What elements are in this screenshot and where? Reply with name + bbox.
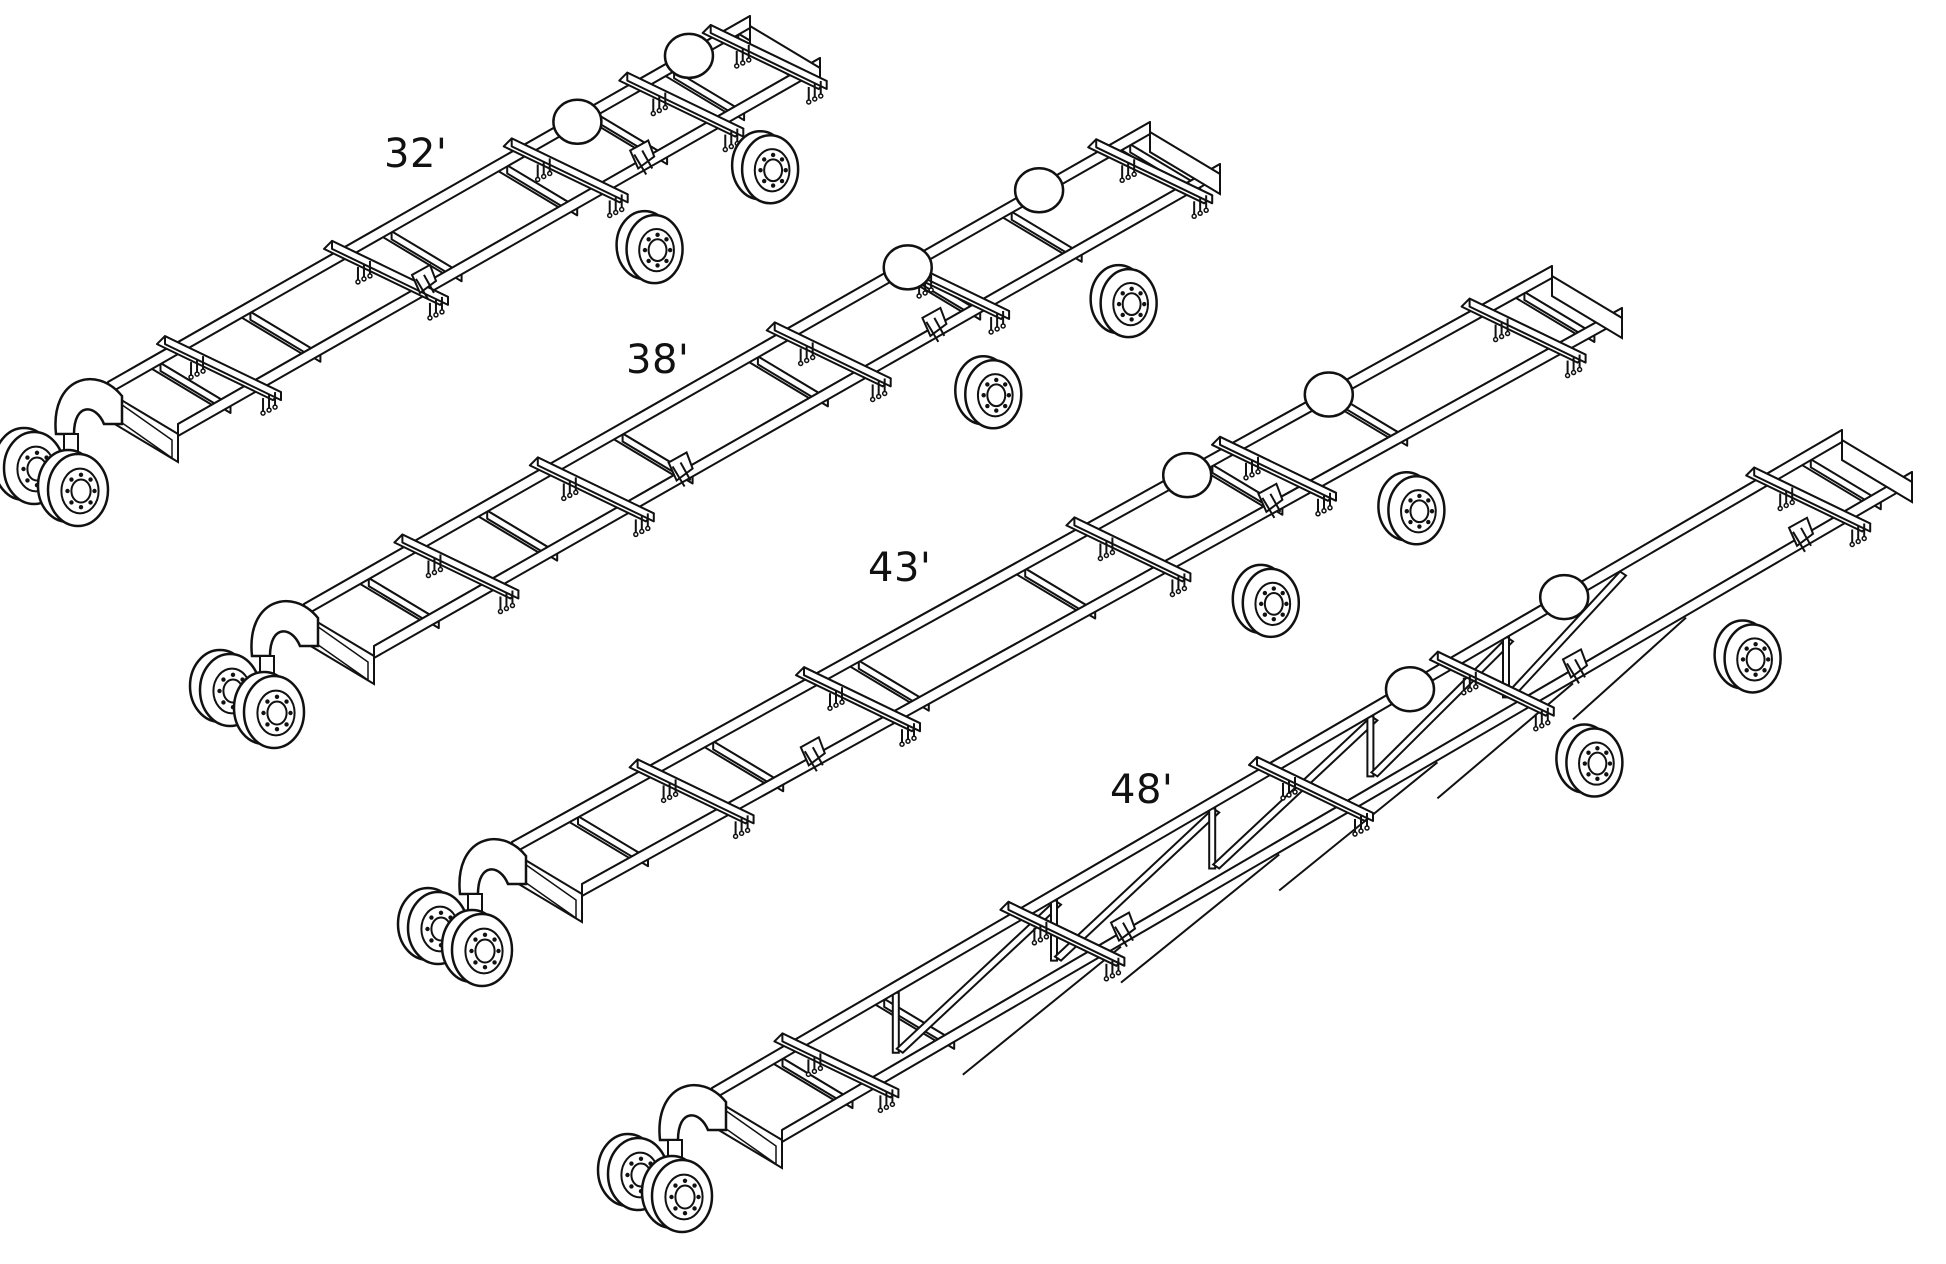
trailer-chassis-2 xyxy=(188,121,1221,750)
trailer-chassis-4 xyxy=(596,429,1913,1234)
trailer-48-label: 48' xyxy=(1110,767,1174,813)
trailer-chassis-1 xyxy=(0,15,828,528)
trailer-43-label: 43' xyxy=(868,545,932,591)
trailer-38-label: 38' xyxy=(626,337,690,383)
trailer-32-label: 32' xyxy=(384,131,448,177)
trailer-chassis-3 xyxy=(396,265,1623,988)
